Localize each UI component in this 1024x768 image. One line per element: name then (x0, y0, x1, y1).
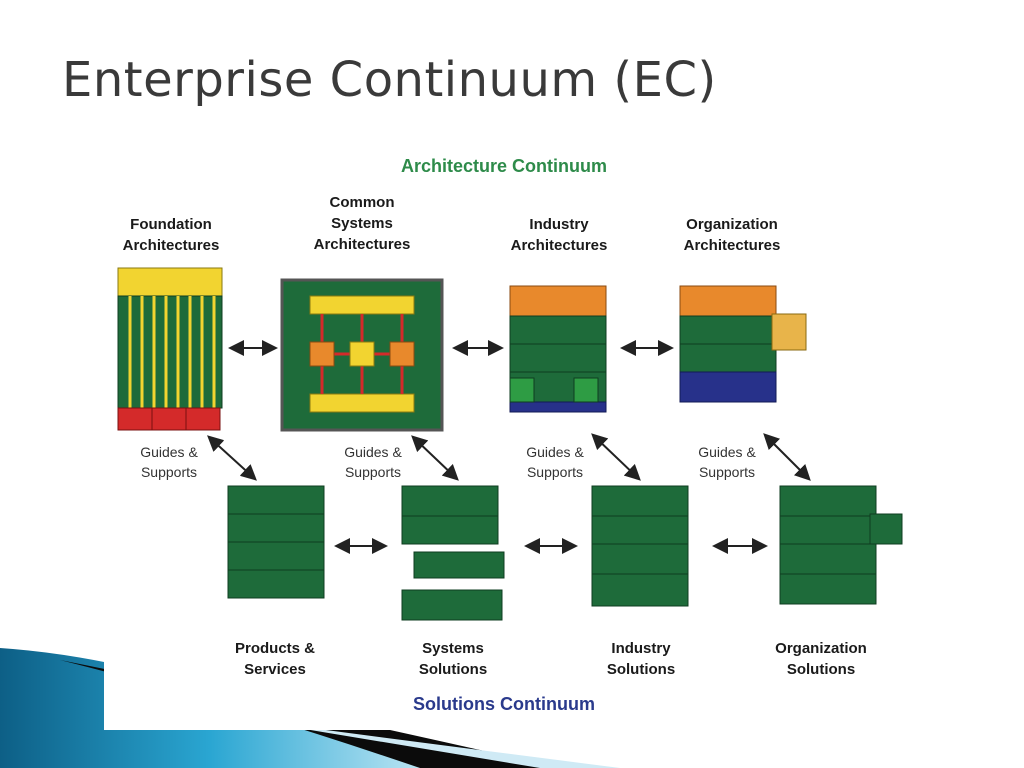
products-services-graphic (227, 485, 325, 599)
foundation-architectures-label: Foundation Architectures (122, 216, 220, 254)
connector-arrows (207, 340, 811, 554)
organization-solutions-label: Organization Solutions (775, 640, 867, 678)
slide-title: Enterprise Continuum (EC) (62, 52, 717, 108)
systems-solutions-graphic (401, 485, 505, 621)
common-systems-architectures-label: Common Systems Architectures (313, 194, 411, 253)
solutions-continuum-label: Solutions Continuum (413, 694, 595, 714)
common-systems-architectures-graphic (280, 278, 444, 432)
organization-architectures-label: Organization Architectures (683, 216, 781, 254)
guides-supports-label: Guides & Supports (698, 444, 756, 480)
diagram-shapes (117, 267, 903, 621)
industry-architectures-label: Industry Architectures (510, 216, 608, 254)
architecture-continuum-label: Architecture Continuum (400, 156, 607, 176)
enterprise-continuum-diagram: Architecture Continuum Solutions Continu… (104, 148, 912, 730)
industry-solutions-label: Industry Solutions (606, 640, 676, 678)
guides-supports-label: Guides & Supports (344, 444, 402, 480)
industry-solutions-graphic (591, 485, 689, 607)
systems-solutions-label: Systems Solutions (418, 640, 488, 678)
products-services-label: Products & Services (234, 640, 315, 678)
industry-architectures-graphic (509, 285, 607, 413)
foundation-architectures-graphic (117, 267, 223, 431)
guides-supports-label: Guides & Supports (140, 444, 198, 480)
organization-architectures-graphic (679, 285, 807, 403)
guides-supports-label: Guides & Supports (526, 444, 584, 480)
organization-solutions-graphic (779, 485, 903, 605)
